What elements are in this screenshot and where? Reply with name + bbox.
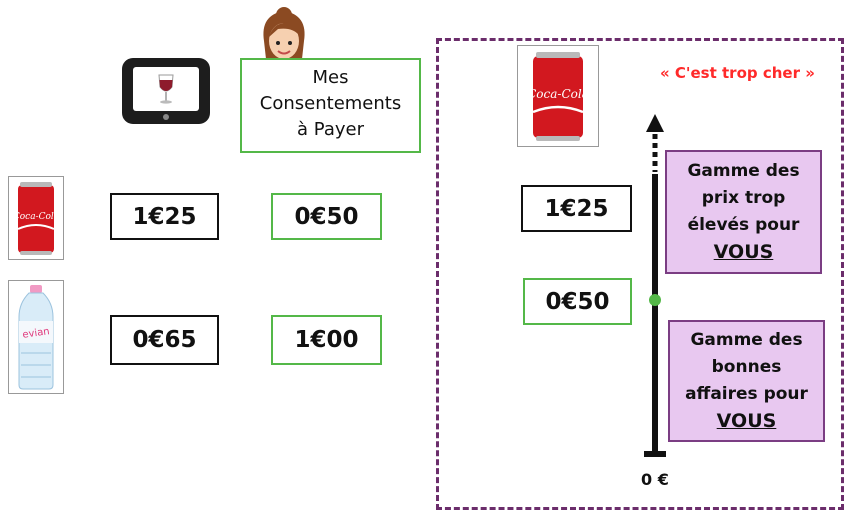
- high-price-range-box: Gamme des prix trop élevés pour VOUS: [665, 150, 822, 274]
- coca-cola-price-box: 1€25: [110, 193, 219, 240]
- high-range-line-1: Gamme des: [687, 161, 800, 181]
- low-range-line-1: Gamme des: [690, 330, 803, 350]
- wtp-line-2: Consentements: [259, 93, 402, 114]
- wine-glass-icon: [158, 74, 174, 104]
- coca-cola-logo: Coca-Cola: [13, 212, 59, 222]
- coca-cola-can-image: Coca-Cola: [8, 176, 64, 260]
- tablet-screen: [133, 67, 199, 111]
- coca-cola-wtp-box: 0€50: [271, 193, 382, 240]
- evian-wtp-box: 1€00: [271, 315, 382, 365]
- low-range-line-3: affaires pour: [685, 384, 808, 404]
- high-range-you: VOUS: [713, 241, 774, 263]
- price-axis: [644, 114, 666, 457]
- willingness-to-pay-box: Mes Consentements à Payer: [240, 58, 421, 153]
- tablet-icon: [122, 58, 210, 124]
- tablet-home-button: [163, 114, 169, 120]
- evian-logo: evian: [22, 326, 51, 341]
- low-range-you: VOUS: [716, 410, 777, 432]
- wtp-line-3: à Payer: [297, 119, 364, 140]
- coca-cola-can-image-scale: Coca-Cola: [517, 45, 599, 147]
- evian-bottle-image: evian: [8, 280, 64, 394]
- wtp-line-1: Mes: [312, 67, 349, 88]
- scale-wtp-box: 0€50: [523, 278, 632, 325]
- price-scale-panel: [436, 38, 844, 510]
- evian-price-box: 0€65: [110, 315, 219, 365]
- high-range-line-3: élevés pour: [687, 215, 800, 235]
- low-range-line-2: bonnes: [711, 357, 782, 377]
- wtp-marker: [649, 294, 661, 306]
- coca-cola-logo-scale: Coca-Cola: [527, 87, 589, 101]
- good-deal-range-box: Gamme des bonnes affaires pour VOUS: [668, 320, 825, 442]
- too-expensive-label: « C'est trop cher »: [660, 64, 815, 82]
- zero-euro-label: 0 €: [641, 470, 669, 489]
- high-range-line-2: prix trop: [701, 188, 786, 208]
- axis-arrow-head: [646, 114, 664, 132]
- scale-price-box: 1€25: [521, 185, 632, 232]
